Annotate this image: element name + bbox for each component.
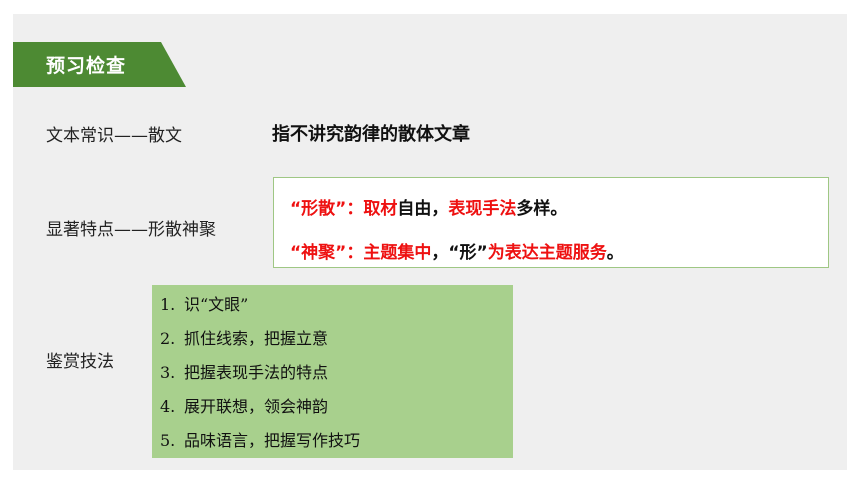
trait-line-form: “形散”：取材自由，表现手法多样。	[290, 194, 567, 219]
trait-spirit-d: 。	[606, 243, 624, 263]
trait-spirit-quote: “神聚”	[290, 243, 347, 263]
section-tag-label: 预习检查	[46, 55, 127, 77]
trait-form-c: 表现手法	[448, 199, 517, 219]
trait-spirit-a: 主题集中	[363, 243, 432, 263]
trait-spirit-c: 为表达主题服务	[487, 243, 607, 263]
technique-item: 3. 把握表现手法的特点	[160, 359, 328, 383]
technique-item: 1. 识“文眼”	[160, 291, 248, 315]
trait-form-quote: “形散”	[290, 199, 347, 219]
technique-number: 1.	[160, 295, 176, 314]
technique-number: 2.	[160, 329, 176, 348]
technique-item: 5. 品味语言，把握写作技巧	[160, 427, 360, 451]
technique-text: 品味语言，把握写作技巧	[184, 431, 361, 450]
section-tag	[13, 42, 186, 87]
trait-form-d: 多样。	[516, 199, 568, 219]
techniques-box: 1. 识“文眼” 2. 抓住线索，把握立意 3. 把握表现手法的特点 4. 展开联想，领…	[152, 285, 513, 458]
trait-form-b: 自由，	[397, 199, 449, 219]
prose-definition: 指不讲究韵律的散体文章	[272, 124, 470, 145]
technique-item: 2. 抓住线索，把握立意	[160, 325, 328, 349]
trait-spirit-b: ，“形”	[431, 243, 488, 263]
features-label: 显著特点——形散神聚	[46, 220, 216, 240]
technique-text: 抓住线索，把握立意	[184, 329, 329, 348]
technique-text: 识“文眼”	[184, 295, 249, 314]
trait-form-a: 取材	[363, 199, 398, 219]
technique-text: 展开联想，领会神韵	[184, 397, 329, 416]
technique-number: 3.	[160, 363, 176, 382]
technique-text: 把握表现手法的特点	[184, 363, 329, 382]
trait-spirit-colon: ：	[346, 243, 364, 263]
trait-form-colon: ：	[346, 199, 364, 219]
technique-item: 4. 展开联想，领会神韵	[160, 393, 328, 417]
appreciation-label: 鉴赏技法	[46, 352, 114, 372]
features-box: “形散”：取材自由，表现手法多样。 “神聚”：主题集中，“形”为表达主题服务。	[273, 177, 829, 268]
technique-number: 5.	[160, 431, 176, 450]
technique-number: 4.	[160, 397, 176, 416]
text-knowledge-label: 文本常识——散文	[46, 126, 182, 146]
trait-line-spirit: “神聚”：主题集中，“形”为表达主题服务。	[290, 238, 624, 263]
